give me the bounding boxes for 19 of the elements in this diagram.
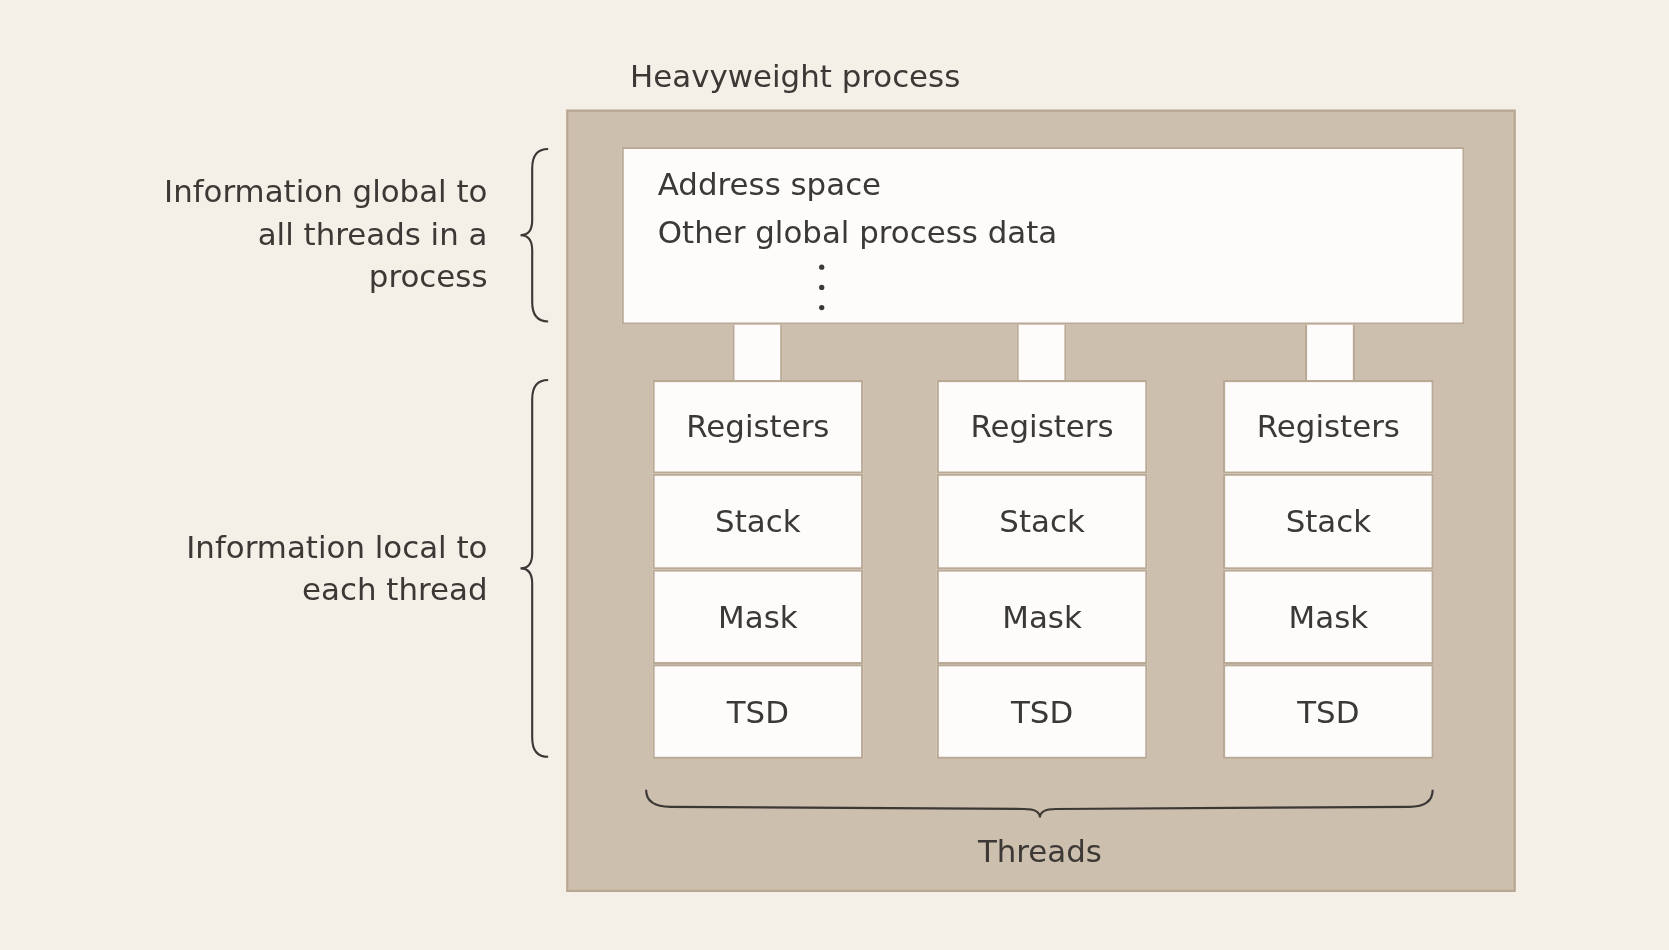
thread-data-cell: Registers xyxy=(1223,380,1434,474)
thread-data-cell: TSD xyxy=(1223,664,1434,759)
thread-data-cell: Registers xyxy=(936,380,1148,474)
thread-data-cell: Stack xyxy=(936,473,1148,570)
threads-label: Threads xyxy=(976,832,1103,872)
thread-data-cell: Stack xyxy=(652,473,864,570)
annotation-text: Information local to each thread xyxy=(185,528,488,610)
address-space-text: Address space xyxy=(657,166,882,203)
thread-data-cell: Stack xyxy=(1223,473,1434,570)
thread-data-cell: Mask xyxy=(936,569,1148,665)
thread-data-cell: TSD xyxy=(652,664,864,759)
thread-data-cell: Mask xyxy=(1223,569,1434,665)
global-data-text: Other global process data xyxy=(657,213,1058,251)
annotation-text: Information global to all threads in a process xyxy=(163,172,488,297)
thread-data-cell: Registers xyxy=(652,380,864,474)
thread-data-cell: TSD xyxy=(936,664,1148,759)
process-heading: Heavyweight process xyxy=(630,58,961,95)
address-space-box xyxy=(621,146,1465,325)
thread-data-cell: Mask xyxy=(652,569,864,665)
